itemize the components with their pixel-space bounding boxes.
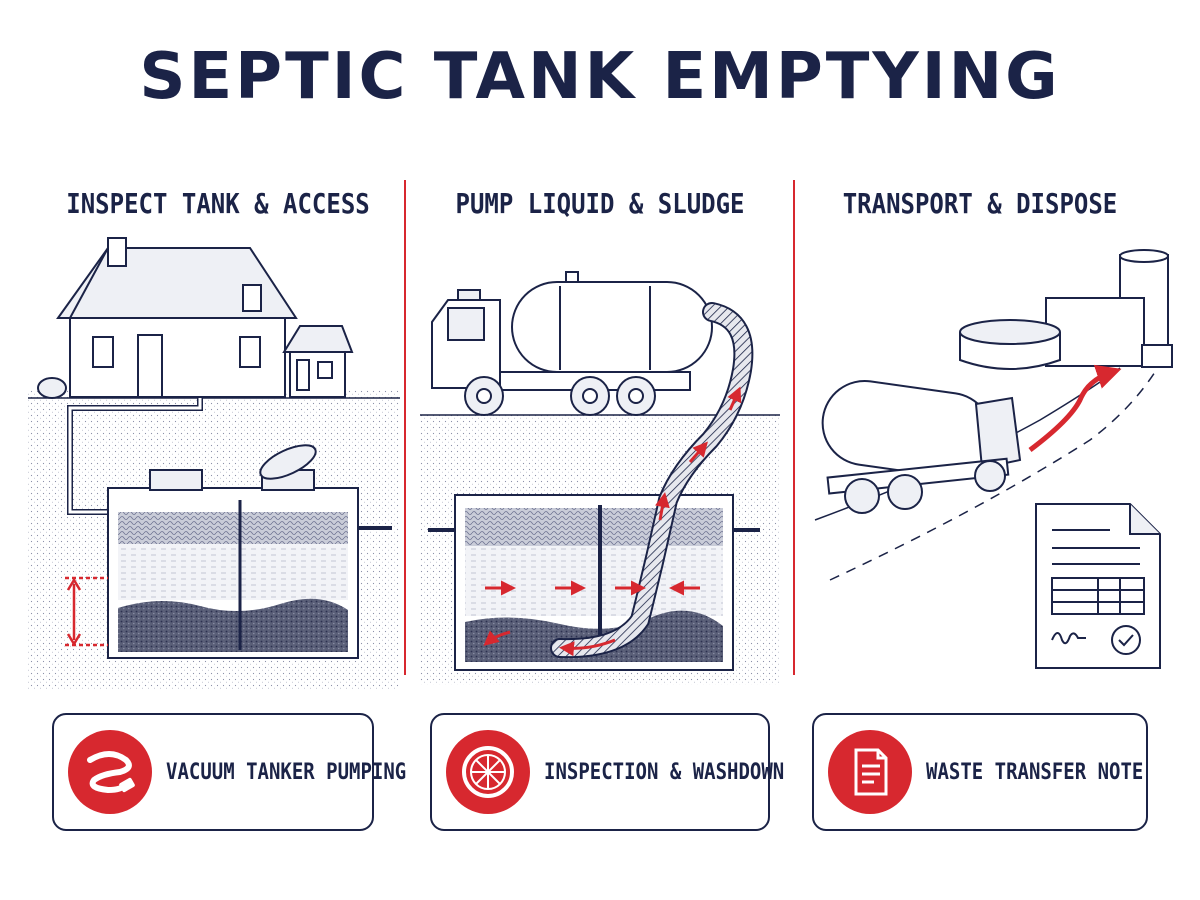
feature-label-vacuum: VACUUM TANKER PUMPING (166, 759, 407, 785)
feature-label-inspection: INSPECTION & WASHDOWN (544, 759, 785, 785)
hose-icon (68, 730, 152, 814)
feature-card-vacuum-pumping: VACUUM TANKER PUMPING (52, 713, 406, 831)
house-illustration (37, 237, 354, 399)
document-icon (828, 730, 912, 814)
column-divider-right (793, 180, 795, 675)
feature-label-waste-note: WASTE TRANSFER NOTE (926, 759, 1144, 785)
process-illustration (28, 237, 1173, 690)
feature-card-inspection: INSPECTION & WASHDOWN (430, 713, 784, 831)
septic-tank-cross-section (107, 444, 392, 659)
step-heading-inspect: INSPECT TANK & ACCESS (66, 187, 370, 221)
tanker-truck-driving (821, 380, 1022, 514)
treatment-works-illustration (959, 249, 1173, 370)
step-heading-pump: PUMP LIQUID & SLUDGE (455, 187, 745, 221)
sludge-depth-marker (65, 576, 108, 647)
manhole-cover-icon (446, 730, 530, 814)
vacuum-tanker-truck (431, 271, 713, 416)
page-title: SEPTIC TANK EMPTYING (139, 40, 1061, 114)
flow-arrows (483, 386, 742, 657)
suction-hose (550, 302, 754, 659)
pumping-scene (420, 271, 780, 685)
transport-scene (814, 249, 1173, 669)
waste-transfer-document (1035, 503, 1161, 669)
route-arrow (1028, 364, 1122, 452)
column-divider-left (404, 180, 406, 675)
feature-card-waste-note: WASTE TRANSFER NOTE (812, 713, 1148, 831)
house-and-tank-scene (28, 237, 400, 690)
step-heading-transport: TRANSPORT & DISPOSE (842, 187, 1118, 221)
